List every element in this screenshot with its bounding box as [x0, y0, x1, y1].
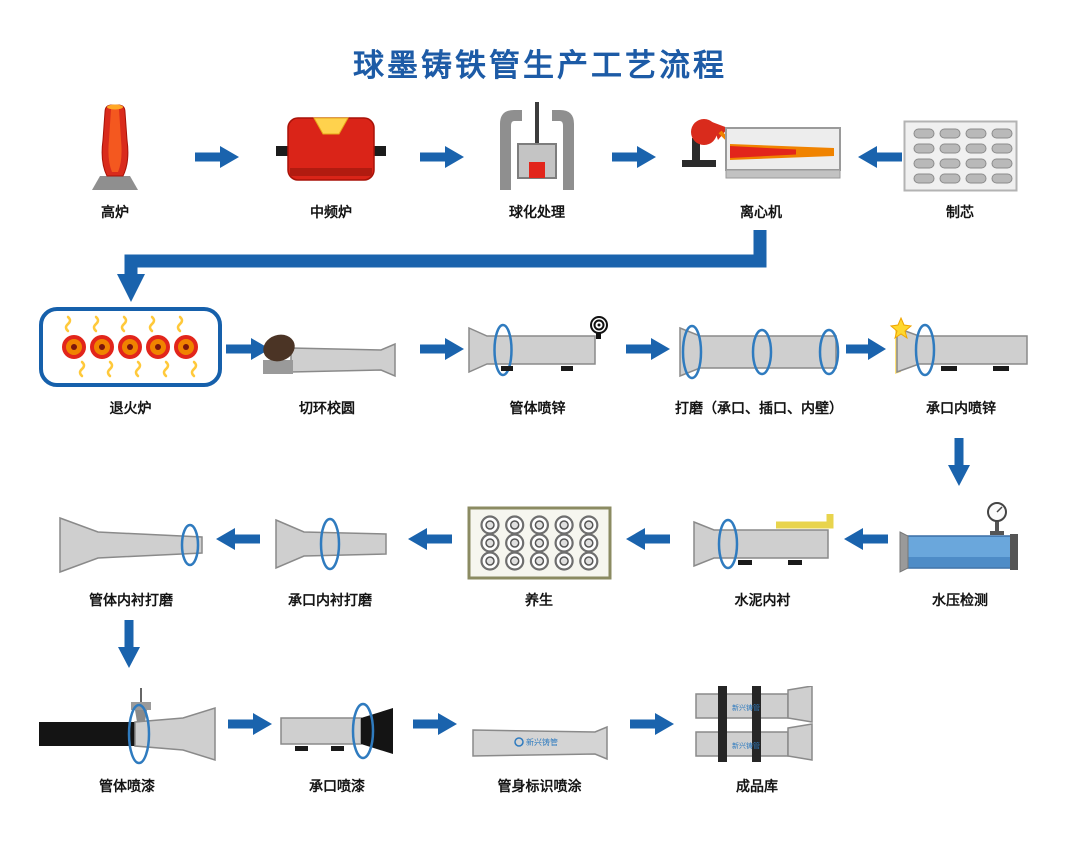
step-socket-lining-grind: 承口内衬打磨 — [265, 492, 395, 610]
step-cut-round: 切环校圆 — [252, 300, 402, 418]
arrow-right-icon — [846, 338, 886, 360]
brand-logo-text: 新兴铸管 — [732, 703, 760, 712]
medium-frequency-furnace-icon — [276, 117, 386, 181]
grinding-pipe-icon — [679, 324, 840, 380]
step-label: 水压检测 — [932, 592, 988, 608]
step-label: 切环校圆 — [299, 400, 355, 416]
step-spheroidizing: 球化处理 — [482, 95, 592, 222]
arrow-left-icon — [216, 528, 260, 550]
socket-painting-icon — [279, 702, 393, 760]
step-annealing: 退火炉 — [38, 300, 223, 418]
step-grinding: 打磨（承口、插口、内壁） — [670, 300, 848, 418]
page-title: 球墨铸铁管生产工艺流程 — [353, 48, 727, 83]
socket-lining-grinding-icon — [274, 517, 387, 571]
blast-furnace-icon — [92, 104, 138, 190]
pipe-body-zinc-spray-icon — [467, 316, 608, 377]
arrow-left-icon — [626, 528, 670, 550]
step-label: 离心机 — [740, 204, 782, 220]
step-label: 承口内喷锌 — [926, 400, 996, 416]
step-warehouse: 新兴铸管 新兴铸管 成品库 — [688, 678, 826, 796]
arrow-right-icon — [420, 338, 464, 360]
step-body-zinc: 管体喷锌 — [460, 300, 615, 418]
step-label: 管体内衬打磨 — [89, 592, 173, 608]
step-blast-furnace: 高炉 — [60, 95, 170, 222]
step-body-paint: 管体喷漆 — [33, 678, 221, 796]
pipe-body-lining-grinding-icon — [58, 516, 203, 574]
step-label: 球化处理 — [509, 204, 565, 220]
step-curing: 养生 — [465, 492, 613, 610]
arrow-right-icon — [413, 713, 457, 735]
brand-logo-text: 新兴铸管 — [732, 741, 760, 750]
finished-pipe-stock-icon: 新兴铸管 新兴铸管 — [694, 686, 813, 762]
step-cement-lining: 水泥内衬 — [685, 492, 840, 610]
step-label: 水泥内衬 — [734, 592, 791, 608]
core-making-icon — [903, 120, 1017, 192]
step-label: 管体喷锌 — [509, 400, 566, 416]
spheroidizing-ladle-icon — [500, 102, 574, 190]
step-centrifuge: 离心机 — [672, 95, 850, 222]
step-socket-paint: 承口喷漆 — [272, 678, 402, 796]
brand-logo-text: 新兴铸管 — [526, 737, 558, 747]
step-label: 成品库 — [736, 778, 778, 794]
arrow-right-icon — [420, 146, 464, 168]
step-label: 高炉 — [101, 204, 129, 220]
step-label: 打磨（承口、插口、内壁） — [675, 400, 843, 416]
elbow-connector-arrow-icon — [117, 230, 767, 302]
arrow-left-icon — [844, 528, 888, 550]
arrow-right-icon — [612, 146, 656, 168]
step-marking: 新兴铸管 管身标识喷涂 — [462, 678, 617, 796]
step-label: 管身标识喷涂 — [497, 778, 582, 794]
arrow-right-icon — [626, 338, 670, 360]
centrifugal-casting-machine-icon — [682, 119, 841, 179]
step-label: 承口喷漆 — [309, 778, 365, 794]
step-label: 养生 — [525, 592, 553, 608]
pipe-body-painting-icon — [38, 688, 216, 765]
step-label: 退火炉 — [109, 400, 152, 416]
pipe-marking-spray-icon: 新兴铸管 — [472, 725, 608, 761]
curing-rack-icon — [467, 506, 611, 580]
socket-inner-zinc-spray-icon — [889, 316, 1028, 377]
step-hydro-test: 水压检测 — [895, 492, 1025, 610]
arrow-left-icon — [858, 146, 902, 168]
arrow-down-icon — [118, 620, 140, 668]
step-body-lining-grind: 管体内衬打磨 — [52, 492, 210, 610]
arrow-left-icon — [408, 528, 452, 550]
arrow-right-icon — [195, 146, 239, 168]
ring-cutting-rounding-icon — [262, 334, 396, 378]
step-label: 管体喷漆 — [99, 778, 155, 794]
step-core-making: 制芯 — [900, 95, 1020, 222]
step-mf-furnace: 中频炉 — [272, 95, 390, 222]
arrow-right-icon — [226, 338, 270, 360]
annealing-furnace-icon — [39, 307, 222, 387]
hydrostatic-test-icon — [899, 502, 1018, 573]
step-label: 制芯 — [946, 204, 974, 220]
arrow-right-icon — [630, 713, 674, 735]
cement-lining-icon — [692, 514, 833, 570]
step-label: 承口内衬打磨 — [288, 592, 372, 608]
step-socket-zinc: 承口内喷锌 — [886, 300, 1036, 418]
arrow-down-icon — [948, 438, 970, 486]
step-label: 中频炉 — [310, 204, 352, 220]
arrow-right-icon — [228, 713, 272, 735]
